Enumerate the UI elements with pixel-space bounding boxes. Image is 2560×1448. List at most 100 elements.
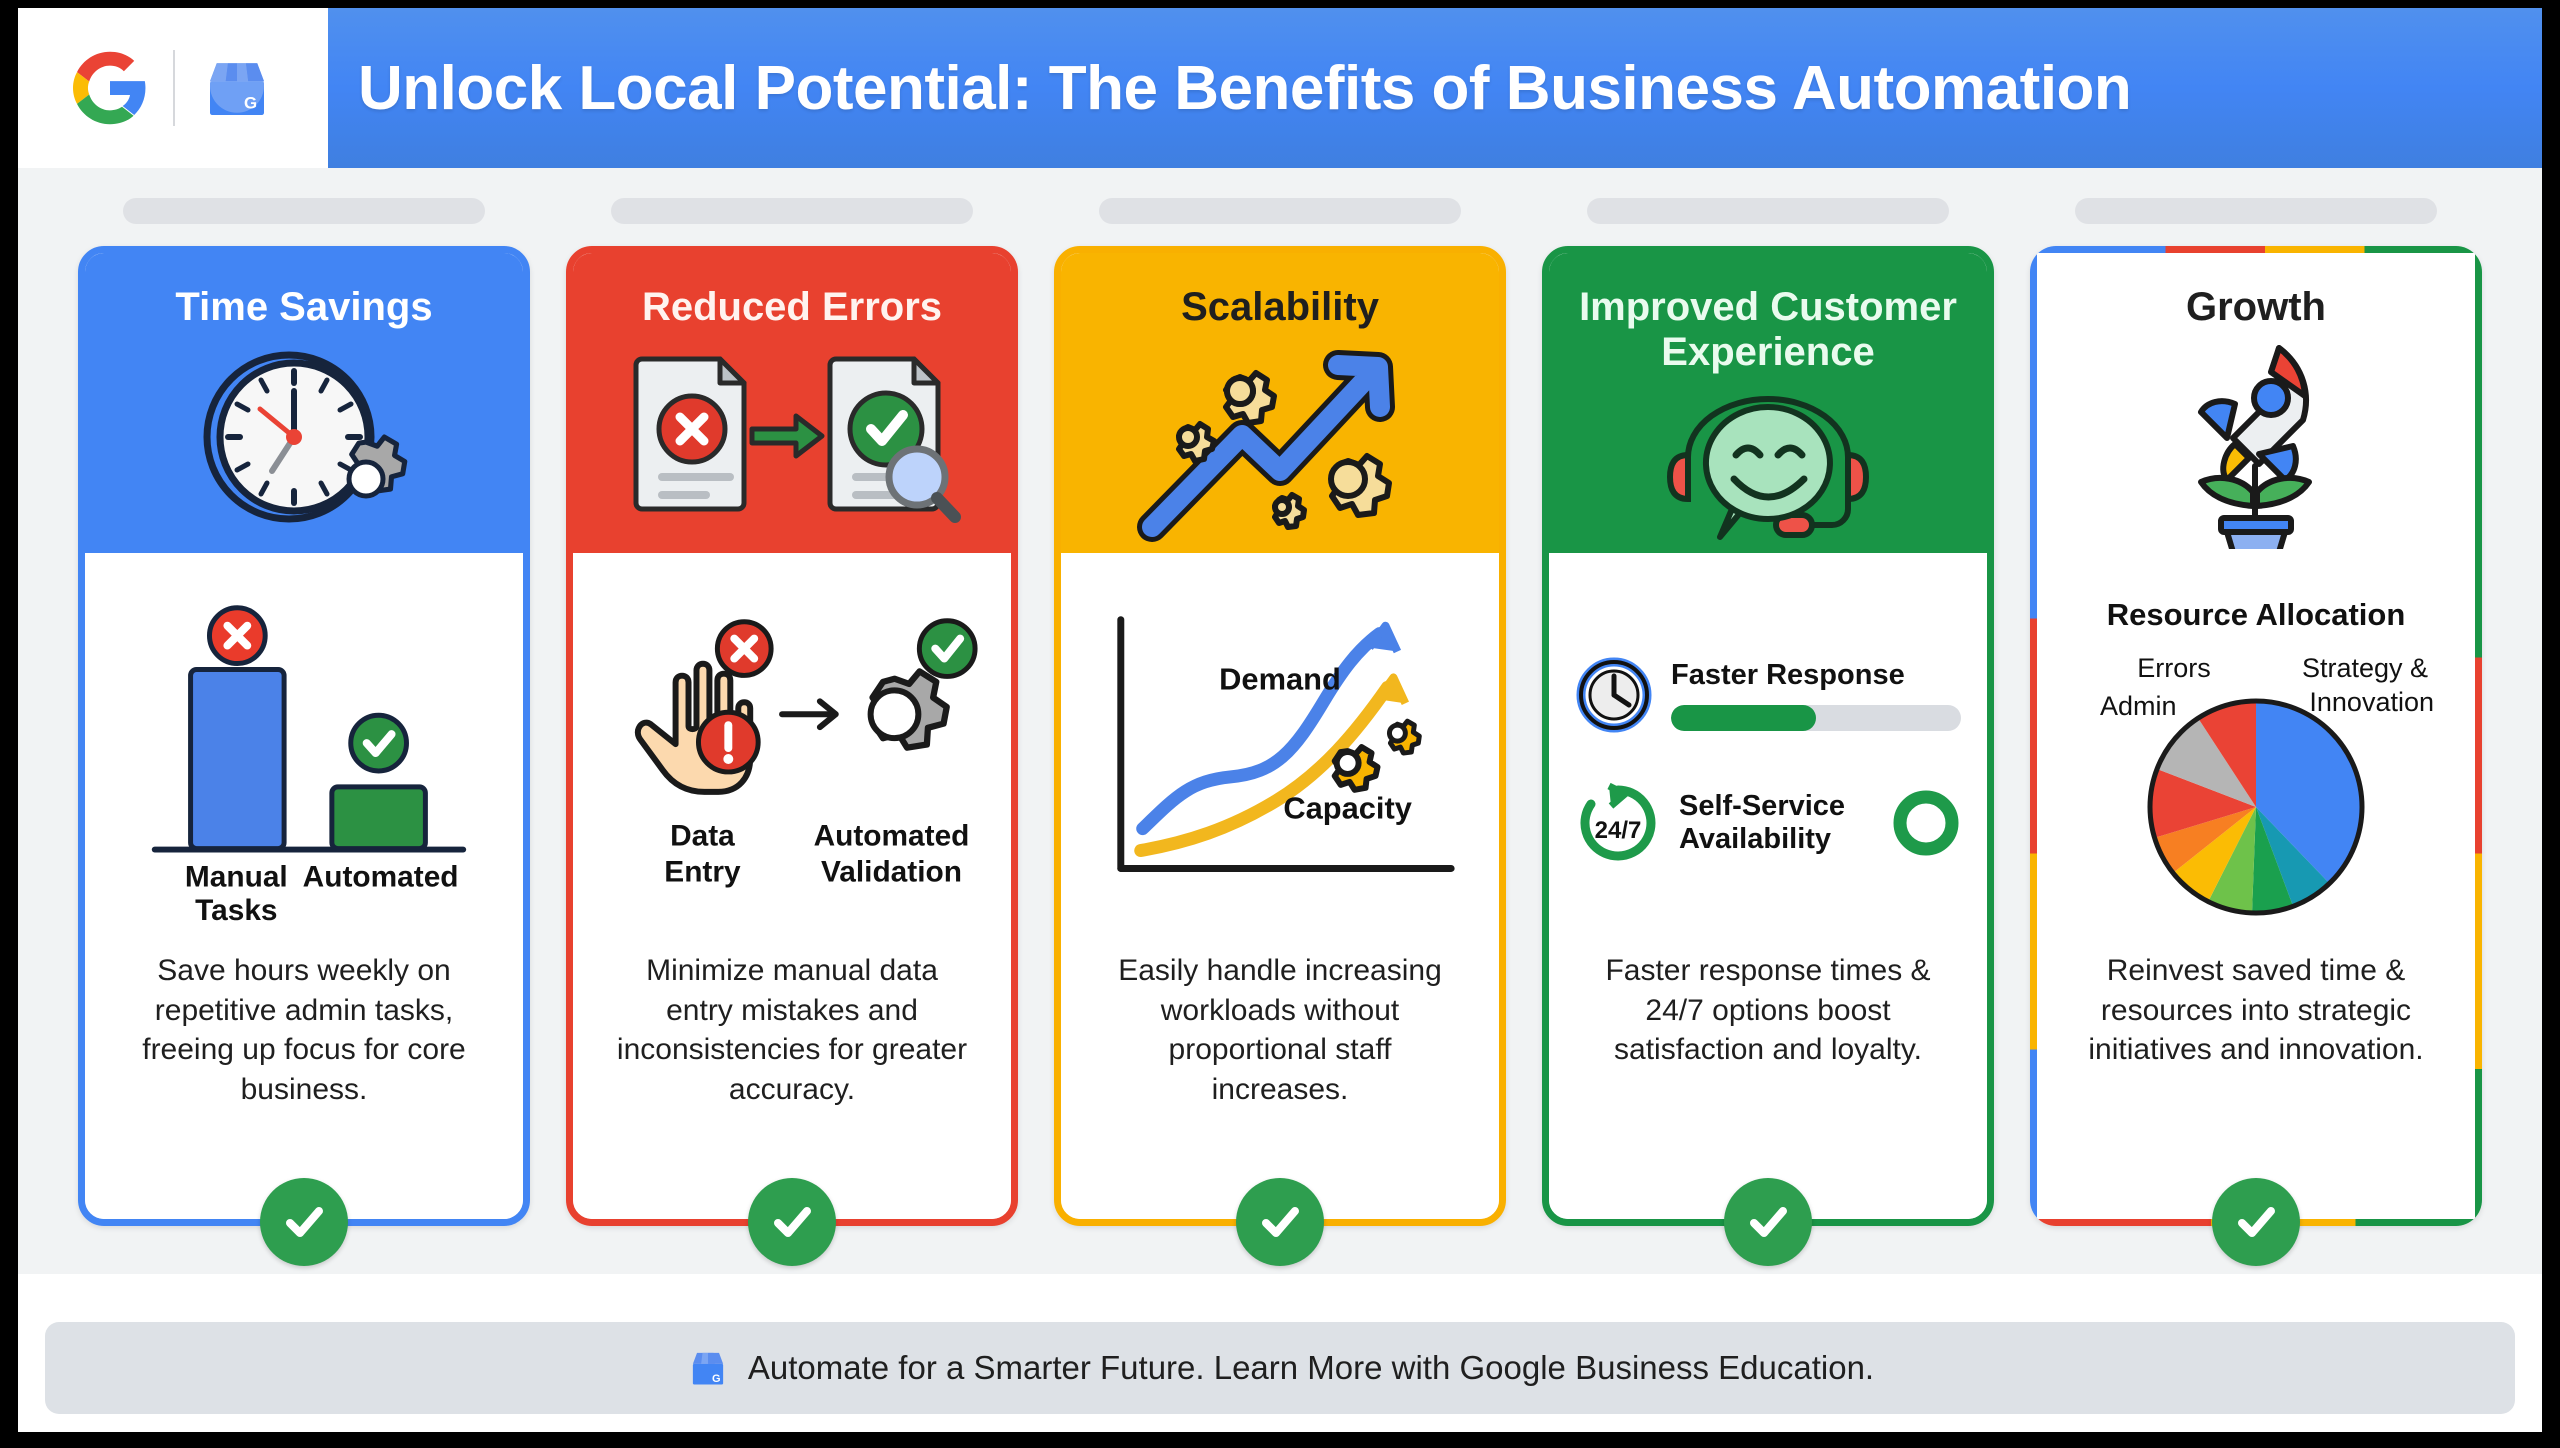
- tab-stub: [2075, 198, 2437, 224]
- footer-bar: G Automate for a Smarter Future. Learn M…: [45, 1322, 2515, 1414]
- card-column-time-savings: Time Savings: [78, 198, 530, 1266]
- card-inner: Scalability: [1054, 246, 1506, 1226]
- svg-text:Demand: Demand: [1219, 661, 1341, 696]
- metric-label: Faster Response: [1671, 659, 1905, 692]
- cards-board: Time Savings: [18, 168, 2542, 1298]
- rocket-plant-icon: [2037, 330, 2475, 553]
- google-g-logo-icon: [73, 51, 147, 125]
- card-header: Time Savings: [85, 253, 523, 553]
- metric-self-service: 24/7 Self-Service Availability: [1569, 780, 1967, 866]
- svg-text:Capacity: Capacity: [1283, 791, 1412, 826]
- card-description: Faster response times & 24/7 options boo…: [1605, 954, 1931, 1067]
- tab-stub: [1587, 198, 1949, 224]
- check-circle-icon: [260, 1178, 348, 1266]
- card-column-customer-experience: Improved Customer Experience: [1542, 198, 1994, 1266]
- pie-chart-resource-allocation: Resource Allocation Errors Admin Strateg…: [2057, 571, 2455, 951]
- warning-circle-icon: [695, 709, 761, 775]
- brand-zone: G: [18, 8, 328, 168]
- svg-text:Automated: Automated: [814, 820, 970, 853]
- error-circle-icon: [714, 619, 774, 678]
- card-header: Improved Customer Experience: [1549, 253, 1987, 553]
- bar-chart-manual-vs-automated: Manual Tasks Automated: [105, 571, 503, 951]
- pie-label-strategy-2: Innovation: [2309, 687, 2434, 717]
- 24-7-refresh-icon: 24/7: [1575, 780, 1661, 866]
- page-title: Unlock Local Potential: The Benefits of …: [358, 53, 2132, 123]
- pie-chart-title: Resource Allocation: [2106, 597, 2406, 632]
- cards-row: Time Savings: [78, 198, 2482, 1298]
- card-body: Data Entry Automated Validation Minimize…: [573, 553, 1011, 1219]
- line-chart-demand-vs-capacity: Demand Capacity: [1081, 571, 1479, 951]
- upward-arrow-with-gears-icon: [1061, 330, 1499, 553]
- check-circle-icon: [748, 1178, 836, 1266]
- page-footer: G Automate for a Smarter Future. Learn M…: [18, 1274, 2542, 1432]
- card-header: Scalability: [1061, 253, 1499, 553]
- card-inner: Time Savings: [78, 246, 530, 1226]
- clock-icon: [1575, 656, 1653, 734]
- card-description: Easily handle increasing workloads witho…: [1118, 954, 1442, 1106]
- card-time-savings[interactable]: Time Savings: [78, 246, 530, 1266]
- google-business-profile-icon: G: [686, 1346, 730, 1390]
- card-body: Demand Capacity Easily handle increasing…: [1061, 553, 1499, 1219]
- check-circle-icon: [1724, 1178, 1812, 1266]
- card-column-scalability: Scalability: [1054, 198, 1506, 1266]
- svg-text:24/7: 24/7: [1595, 817, 1642, 844]
- card-body: Resource Allocation Errors Admin Strateg…: [2037, 553, 2475, 1219]
- gear-icon-pair: [1331, 718, 1422, 793]
- card-header: Reduced Errors: [573, 253, 1011, 553]
- svg-text:Manual: Manual: [185, 860, 288, 893]
- progress-bar-faster-response: [1671, 704, 1961, 731]
- flow-data-entry-to-validation: Data Entry Automated Validation: [593, 571, 991, 951]
- svg-text:Data: Data: [670, 820, 735, 853]
- arrow-right-icon: [779, 698, 839, 731]
- card-growth[interactable]: Growth: [2030, 246, 2482, 1266]
- metric-label: Self-Service Availability: [1679, 789, 1846, 855]
- bar-automated: [329, 712, 428, 852]
- ring-indicator: [1891, 788, 1961, 858]
- svg-text:Automated: Automated: [303, 860, 459, 893]
- card-inner: Reduced Errors: [566, 246, 1018, 1226]
- card-title: Time Savings: [175, 285, 433, 329]
- tab-stub: [1099, 198, 1461, 224]
- pie-label-errors: Errors: [2137, 653, 2211, 683]
- gear-icon: [867, 668, 950, 751]
- documents-error-to-verified-icon: [573, 330, 1011, 553]
- check-circle-icon: [2212, 1178, 2300, 1266]
- pie-slices: [2147, 698, 2365, 916]
- card-description: Save hours weekly on repetitive admin ta…: [142, 954, 466, 1106]
- card-column-growth: Growth: [2030, 198, 2482, 1266]
- card-body: Faster Response: [1549, 553, 1987, 1219]
- card-header: Growth: [2037, 253, 2475, 553]
- tab-stub: [123, 198, 485, 224]
- pie-label-strategy-1: Strategy &: [2302, 653, 2428, 683]
- check-circle-icon: [1236, 1178, 1324, 1266]
- infographic-page: G Unlock Local Potential: The Benefits o…: [18, 8, 2542, 1432]
- card-description: Minimize manual data entry mistakes and …: [616, 954, 968, 1106]
- card-improved-customer-experience[interactable]: Improved Customer Experience: [1542, 246, 1994, 1266]
- bar-manual: [188, 605, 287, 852]
- magnifier-icon: [885, 445, 961, 524]
- metrics-panel: Faster Response: [1569, 571, 1967, 951]
- progress-fill: [1671, 704, 1816, 731]
- google-business-profile-icon: G: [201, 52, 273, 124]
- metric-faster-response: Faster Response: [1569, 656, 1967, 734]
- clock-with-gear-icon: [85, 330, 523, 553]
- card-title: Reduced Errors: [641, 285, 943, 329]
- card-title: Improved Customer Experience: [1579, 285, 1957, 374]
- svg-text:G: G: [712, 1373, 721, 1385]
- card-title: Scalability: [1181, 285, 1379, 329]
- card-inner: Growth: [2030, 246, 2482, 1226]
- header-title-bar: Unlock Local Potential: The Benefits of …: [328, 8, 2542, 168]
- check-circle-icon: [916, 618, 978, 679]
- card-inner: Improved Customer Experience: [1542, 246, 1994, 1226]
- card-scalability[interactable]: Scalability: [1054, 246, 1506, 1266]
- svg-text:Validation: Validation: [821, 855, 962, 888]
- card-reduced-errors[interactable]: Reduced Errors: [566, 246, 1018, 1266]
- page-header: G Unlock Local Potential: The Benefits o…: [18, 8, 2542, 168]
- footer-text: Automate for a Smarter Future. Learn Mor…: [747, 1349, 1875, 1386]
- card-column-reduced-errors: Reduced Errors: [566, 198, 1018, 1266]
- headset-chat-smile-icon: [1549, 375, 1987, 553]
- svg-text:Entry: Entry: [664, 855, 741, 888]
- card-title: Growth: [2186, 285, 2326, 329]
- card-body: Manual Tasks Automated Save hours weekly…: [85, 553, 523, 1219]
